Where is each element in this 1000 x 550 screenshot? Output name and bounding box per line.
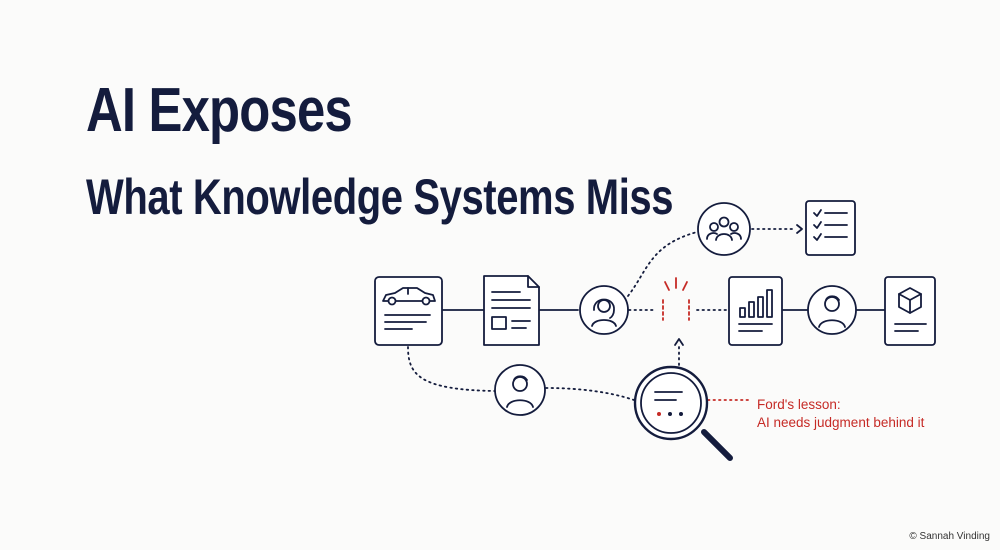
magnifier <box>633 365 733 461</box>
callout-line-1: Ford's lesson: <box>757 397 841 412</box>
man-icon <box>818 295 846 328</box>
chart-card <box>728 276 783 346</box>
arrowhead-up <box>674 338 684 346</box>
man-icon <box>506 375 534 408</box>
bar-chart-icon <box>739 289 773 318</box>
magnifier-icon <box>654 391 683 416</box>
group-icon <box>706 216 742 241</box>
checklist-icon <box>813 209 848 241</box>
woman-avatar <box>579 285 629 335</box>
man-avatar-bottom <box>494 364 546 416</box>
dotted-connectors <box>407 228 797 401</box>
title-line-2: What Knowledge Systems Miss <box>86 169 674 225</box>
callout-line-2: AI needs judgment behind it <box>757 415 925 430</box>
copyright-credit: © Sannah Vinding <box>909 531 990 542</box>
man-avatar-right <box>807 285 857 335</box>
car-card <box>374 276 443 346</box>
document-card <box>483 275 540 346</box>
cube-icon <box>898 287 922 314</box>
car-icon <box>382 287 436 306</box>
arrowhead-checklist <box>796 224 803 234</box>
checklist-card <box>805 200 856 256</box>
title-line-1: AI Exposes <box>86 76 353 145</box>
ford-lesson-callout: Ford's lesson: AI needs judgment behind … <box>757 396 924 432</box>
document-icon <box>491 291 531 330</box>
alert-gap-mark <box>662 277 690 321</box>
cube-card <box>884 276 936 346</box>
team-circle <box>697 202 751 256</box>
woman-icon <box>591 298 617 327</box>
